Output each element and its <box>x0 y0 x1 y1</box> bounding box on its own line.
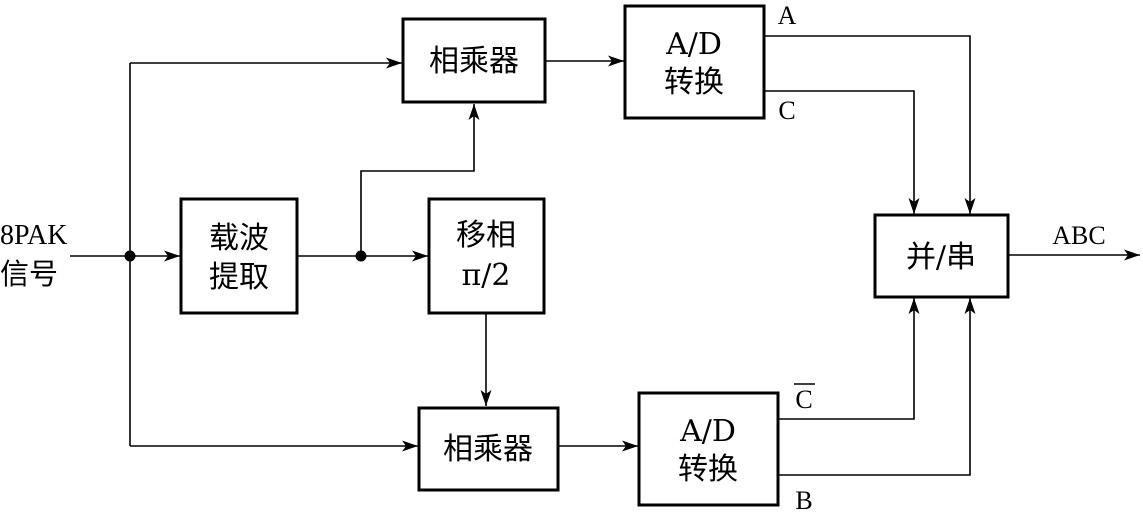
adc-bottom-line2: 转换 <box>678 452 738 487</box>
carrier-extract-block: 载波 提取 <box>179 197 299 315</box>
signal-c-bar: C <box>794 383 815 414</box>
adc-top-block: A/D 转换 <box>623 4 766 120</box>
wire-carrier-to-multiplier-top <box>360 104 475 256</box>
parallel-serial-label: 并/串 <box>906 240 976 275</box>
signal-wires <box>70 35 1140 476</box>
signal-a-label: A <box>778 1 797 30</box>
multiplier-top-block: 相乘器 <box>401 17 547 104</box>
carrier-extract-line1: 载波 <box>209 221 269 256</box>
adc-bottom-block: A/D 转换 <box>637 391 780 507</box>
adc-bottom-line1: A/D <box>679 414 736 449</box>
phase-shift-line2: π/2 <box>462 258 511 293</box>
wire-c <box>764 90 915 214</box>
parallel-serial-block: 并/串 <box>873 213 1010 299</box>
junction-input-split <box>124 250 136 262</box>
phase-shift-line1: 移相 <box>456 218 516 253</box>
input-label-line1: 8PAK <box>0 220 67 251</box>
input-label-line2: 信号 <box>0 257 58 291</box>
signal-c-bar-label: C <box>795 385 812 414</box>
adc-top-line1: A/D <box>665 27 722 62</box>
carrier-extract-line2: 提取 <box>209 260 269 295</box>
wire-b <box>778 298 971 476</box>
phase-shift-block: 移相 π/2 <box>427 197 546 315</box>
multiplier-bottom-block: 相乘器 <box>417 406 560 492</box>
junction-carrier-split <box>355 250 367 262</box>
wire-a <box>764 35 971 214</box>
multiplier-bottom-label: 相乘器 <box>443 432 533 467</box>
multiplier-top-label: 相乘器 <box>429 44 519 79</box>
output-label: ABC <box>1052 221 1105 250</box>
signal-c-label: C <box>778 96 795 125</box>
wire-c-bar <box>778 298 915 420</box>
signal-b-label: B <box>795 486 812 515</box>
adc-top-line2: 转换 <box>664 65 724 100</box>
